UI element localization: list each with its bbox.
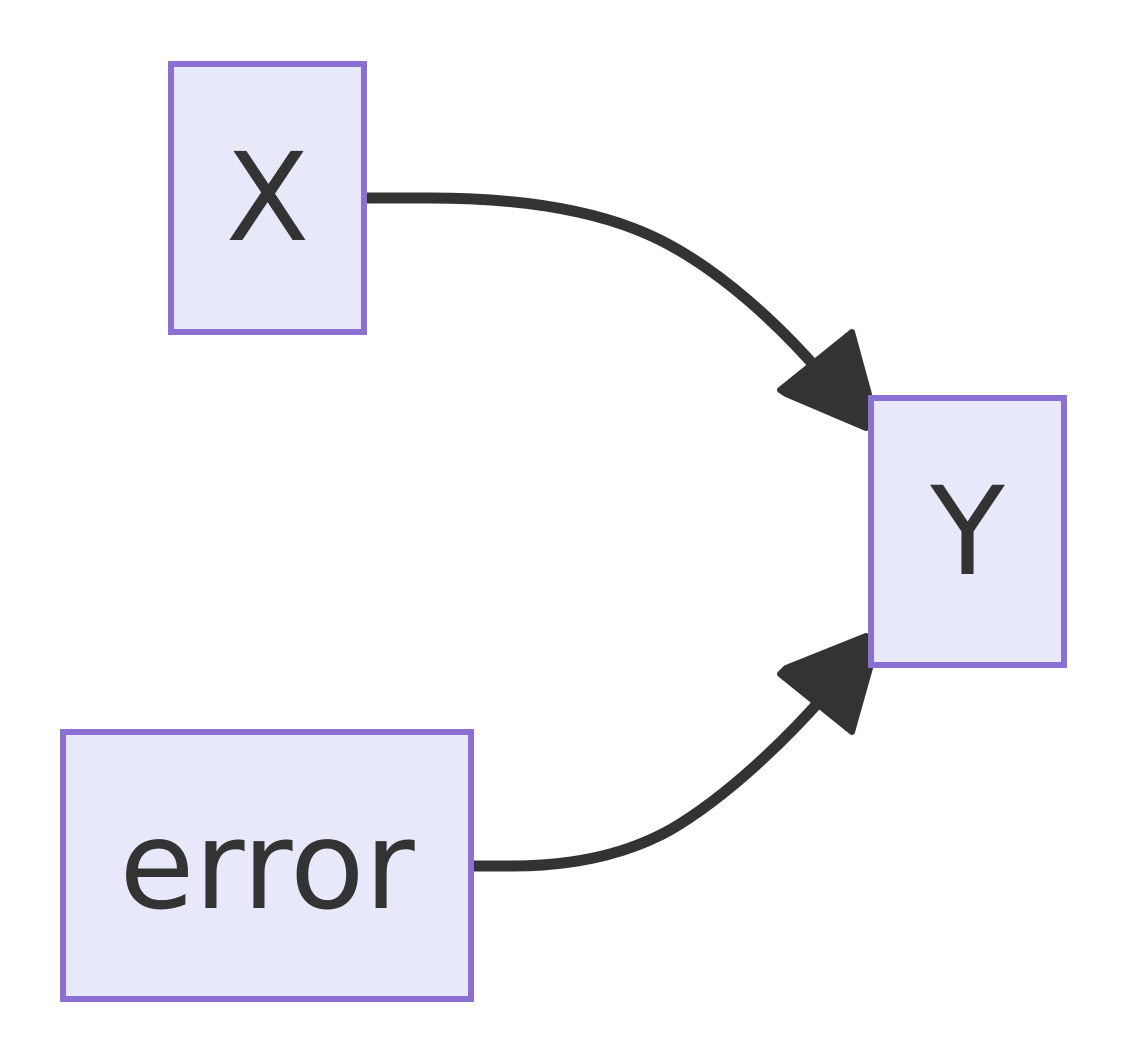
node-y: Y <box>868 395 1067 668</box>
node-y-box <box>868 395 1067 668</box>
edge-error-to-y-arrowhead <box>777 633 873 735</box>
edge-x-to-y <box>366 192 873 431</box>
node-y-label: Y <box>929 461 1005 603</box>
edge-error-to-y-line <box>474 691 830 872</box>
node-x: X <box>168 61 367 335</box>
node-error-box <box>60 729 474 1002</box>
node-x-label: X <box>226 127 310 269</box>
node-x-box <box>168 61 367 335</box>
edge-x-to-y-line <box>366 192 830 382</box>
edge-x-to-y-arrowhead <box>777 329 873 431</box>
edge-error-to-y <box>474 633 873 872</box>
node-error-label: error <box>119 795 415 937</box>
node-error: error <box>60 729 474 1002</box>
